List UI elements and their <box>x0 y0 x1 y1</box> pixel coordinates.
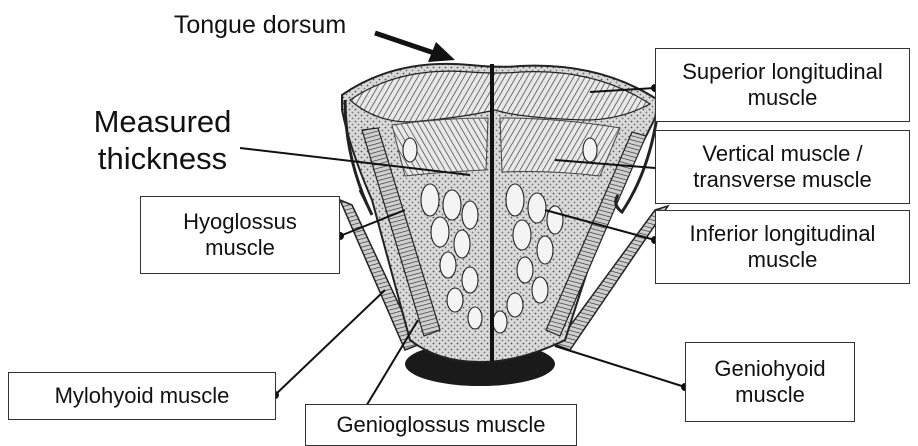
inferior-longitudinal-muscle-label: Inferior longitudinal muscle <box>655 210 910 284</box>
tongue-dorsum-label: Tongue dorsum <box>150 10 370 40</box>
geniohyoid-muscle-label: Geniohyoid muscle <box>685 342 855 422</box>
measured-thickness-label: Measured thickness <box>75 104 250 177</box>
mylohyoid-muscle-label: Mylohyoid muscle <box>8 372 276 420</box>
superior-longitudinal-muscle-label: Superior longitudinal muscle <box>655 48 910 122</box>
genioglossus-muscle-label: Genioglossus muscle <box>305 404 577 446</box>
tongue-dorsum-arrow <box>375 33 455 62</box>
hyoglossus-muscle-label: Hyoglossus muscle <box>140 196 340 274</box>
vertical-transverse-muscle-label: Vertical muscle / transverse muscle <box>655 130 910 204</box>
